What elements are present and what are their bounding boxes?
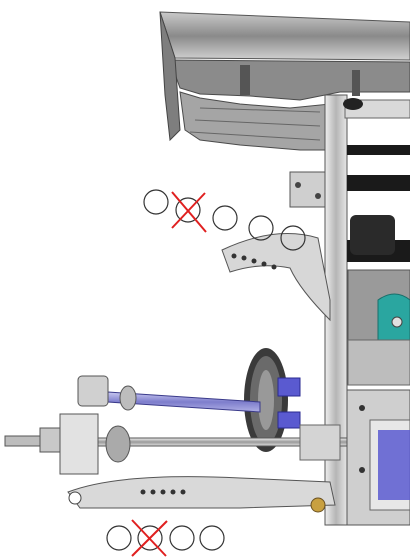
- rear-axle: [4, 413, 349, 475]
- upper-mount-bracket: [289, 171, 326, 208]
- spur-gear: [244, 348, 288, 452]
- lower-marker-2-crossed: [137, 525, 163, 551]
- upper-link-arm: [221, 233, 331, 322]
- black-crossbars: [347, 145, 410, 262]
- upper-marker-3: [212, 205, 238, 231]
- gearbox-lower-right: [346, 389, 410, 526]
- lower-marker-3: [169, 525, 195, 551]
- upper-marker-4: [248, 215, 274, 241]
- gear-hub-blue: [277, 377, 301, 429]
- driveshaft: [77, 375, 261, 413]
- lower-marker-4: [199, 525, 225, 551]
- upper-marker-5: [280, 225, 306, 251]
- upper-marker-2-crossed: [175, 197, 201, 223]
- upper-position-markers: [143, 189, 306, 251]
- lower-position-markers: [106, 519, 225, 557]
- lower-marker-1: [106, 525, 132, 551]
- chassis-vertical-plate: [324, 94, 410, 526]
- rear-wing: [159, 11, 410, 151]
- lower-suspension-arm: [67, 476, 336, 513]
- engine-area: [347, 269, 410, 386]
- upper-marker-1: [143, 189, 169, 215]
